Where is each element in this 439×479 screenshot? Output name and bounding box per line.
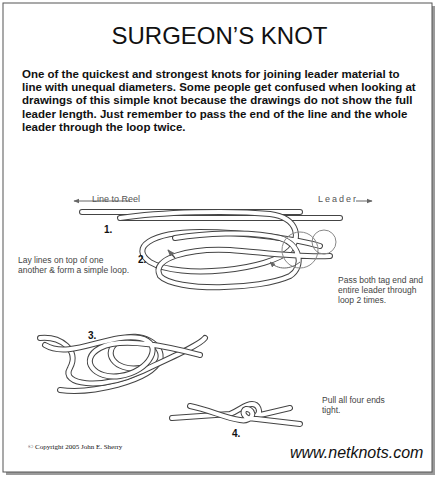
intro-text: One of the quickest and strongest knots …: [22, 68, 420, 134]
line-label: Line to Reel: [92, 194, 172, 204]
step-note: Pull all four ends tight.: [322, 396, 402, 416]
step-number: 4.: [232, 428, 252, 440]
title: SURGEON’S KNOT: [0, 22, 439, 50]
step-number: 3.: [88, 330, 108, 342]
copyright: © Copyright 2005 John E. Sherry: [28, 443, 228, 451]
step-number: 2.: [138, 254, 158, 266]
web-address: www.netknots.com: [290, 444, 430, 462]
step-note: Lay lines on top of one another & form a…: [18, 256, 130, 276]
leader-label: Leader: [318, 194, 358, 204]
step-number: 1.: [104, 224, 124, 236]
step-note: Pass both tag end and entire leader thro…: [338, 276, 430, 305]
